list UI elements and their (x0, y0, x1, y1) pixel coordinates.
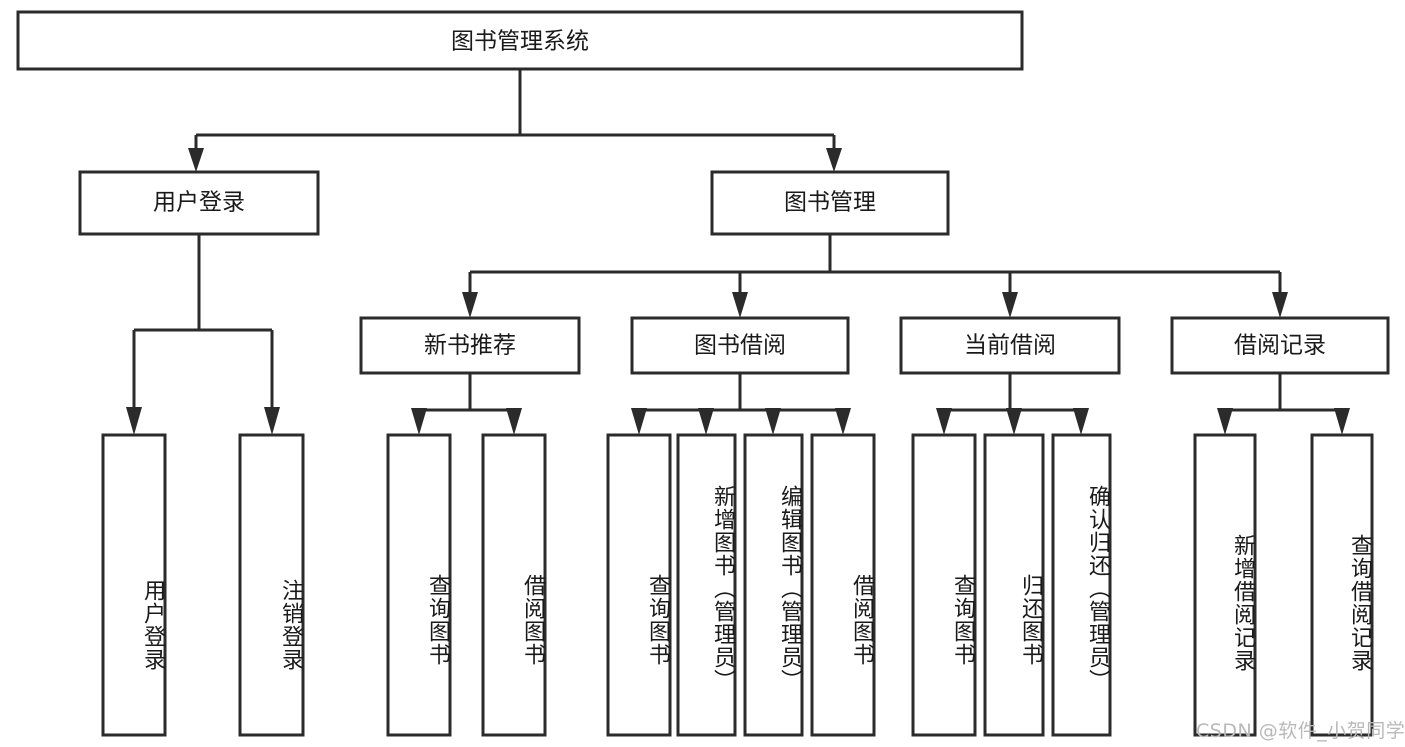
connector-currentborrow-to-leaves (942, 373, 1083, 414)
arrowhead-leaf-add-book-admin (698, 408, 714, 435)
node-borrow-record[interactable]: 借阅记录 (1170, 316, 1390, 375)
node-root-label: 图书管理系统 (451, 29, 589, 55)
arrowhead-leaf-query-borrow-record (1334, 408, 1350, 435)
node-current-borrow[interactable]: 当前借阅 (899, 316, 1121, 375)
node-new-book-recommend[interactable]: 新书推荐 (359, 316, 581, 375)
arrowhead-leaf-edit-book-admin (765, 408, 781, 435)
arrowhead-book-borrow (732, 292, 748, 318)
node-leaf-add-book-admin-box[interactable] (676, 433, 737, 737)
node-leaf-current-query-book-box[interactable] (911, 433, 977, 737)
connector-bookborrow-to-leaves (637, 373, 845, 414)
node-root[interactable]: 图书管理系统 (16, 10, 1024, 71)
connector-root-to-level2 (194, 69, 836, 160)
arrowhead-leaf-logout-login (264, 407, 280, 435)
node-leaf-add-borrow-record-box[interactable] (1193, 433, 1257, 737)
node-book-borrow-label: 图书借阅 (694, 333, 786, 359)
node-book-borrow[interactable]: 图书借阅 (630, 316, 850, 375)
arrowhead-leaf-recommend-borrow-book (506, 408, 522, 435)
node-borrow-record-label: 借阅记录 (1234, 333, 1326, 359)
arrowhead-borrow-record (1272, 292, 1288, 318)
node-leaf-logout-login-box[interactable] (238, 433, 305, 737)
arrowhead-leaf-confirm-return-admin (1073, 408, 1089, 435)
node-leaf-borrow-query-book-box[interactable] (606, 433, 672, 737)
arrowhead-user-login (188, 148, 204, 172)
connector-lines (126, 69, 1350, 435)
node-leaf-recommend-query-book-box[interactable] (386, 433, 452, 737)
arrowhead-leaf-current-query-book (936, 408, 952, 435)
arrowhead-leaf-borrow-query-book (631, 408, 647, 435)
leaf-boxes[interactable] (101, 433, 1374, 737)
node-leaf-borrow-book-box[interactable] (810, 433, 876, 737)
connector-recommend-to-leaves (417, 373, 516, 414)
node-book-manage-box[interactable] (710, 170, 950, 236)
node-book-manage-label: 图书管理 (784, 190, 876, 216)
node-leaf-confirm-return-admin-box[interactable] (1051, 433, 1112, 737)
node-leaf-query-borrow-record-box[interactable] (1310, 433, 1374, 737)
node-user-login-label: 用户登录 (153, 190, 245, 216)
arrowhead-leaf-borrow-book (835, 408, 851, 435)
node-borrow-record-box[interactable] (1170, 316, 1390, 375)
node-leaf-return-book-box[interactable] (983, 433, 1045, 737)
node-current-borrow-box[interactable] (899, 316, 1121, 375)
node-current-borrow-label: 当前借阅 (964, 333, 1056, 359)
node-leaf-edit-book-admin-box[interactable] (743, 433, 804, 737)
node-root-box[interactable] (16, 10, 1024, 71)
arrowhead-book-manage (826, 148, 842, 172)
arrowhead-current-borrow (1002, 292, 1018, 318)
node-user-login[interactable]: 用户登录 (78, 170, 320, 236)
csdn-watermark: CSDN @软件_小贺同学 (1196, 720, 1405, 742)
node-leaf-recommend-borrow-book-box[interactable] (481, 433, 547, 737)
arrowhead-leaf-return-book (1006, 408, 1022, 435)
connector-borrowrecord-to-leaves (1223, 373, 1344, 414)
node-book-manage[interactable]: 图书管理 (710, 170, 950, 236)
arrowhead-leaf-add-borrow-record (1217, 408, 1233, 435)
arrowhead-leaf-user-login (126, 407, 142, 435)
arrowhead-leaf-recommend-query-book (411, 408, 427, 435)
arrowhead-new-book-recommend (462, 292, 478, 318)
connector-userlogin-to-leaves (132, 234, 274, 412)
node-user-login-box[interactable] (78, 170, 320, 236)
node-new-book-recommend-label: 新书推荐 (424, 333, 516, 359)
node-new-book-recommend-box[interactable] (359, 316, 581, 375)
connector-bookmanage-to-level3 (468, 234, 1282, 296)
node-leaf-user-login-box[interactable] (101, 433, 167, 737)
node-book-borrow-box[interactable] (630, 316, 850, 375)
